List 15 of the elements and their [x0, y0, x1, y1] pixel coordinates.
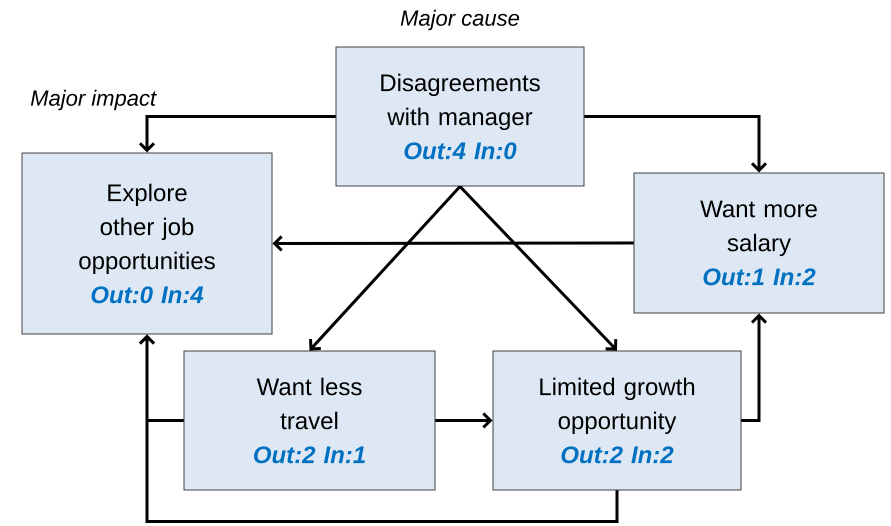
arrow — [584, 115, 768, 172]
annotation-label: Major cause — [400, 10, 520, 30]
arrow — [436, 412, 492, 429]
process-box: Want less travel Out:2 In:1 — [184, 350, 436, 490]
arrow — [458, 185, 618, 350]
arrow — [138, 334, 618, 523]
process-box: Explore other job opportunities Out:0 In:4 — [22, 152, 272, 334]
arrow — [309, 185, 462, 350]
process-box: Limited growth opportunity Out:2 In:2 — [492, 350, 742, 490]
arrow — [742, 314, 768, 422]
arrow — [138, 115, 336, 152]
arrow — [272, 235, 634, 252]
process-box: Want more salary Out:1 In:2 — [634, 172, 884, 314]
process-box: Disagreements with manager Out:4 In:0 — [336, 46, 584, 186]
annotation-label: Major impact — [30, 90, 157, 110]
